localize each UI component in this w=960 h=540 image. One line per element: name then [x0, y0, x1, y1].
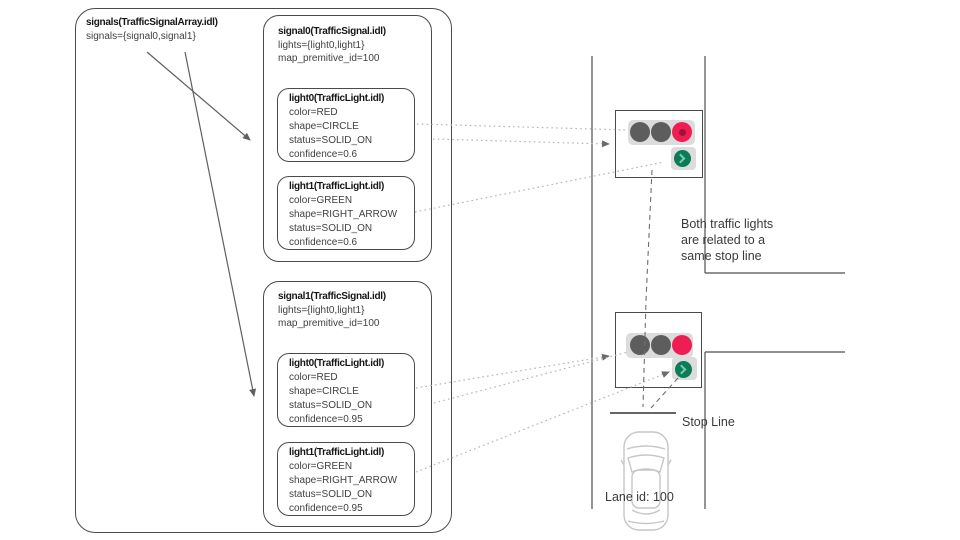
signal1-light1-shape: shape=RIGHT_ARROW	[289, 475, 398, 486]
signal0-light0-status: status=SOLID_ON	[289, 135, 373, 146]
car-trunk-line	[627, 520, 665, 525]
note-line-1: Both traffic lights	[681, 217, 774, 231]
car-rear-window	[631, 509, 661, 515]
signal1-light1-text: light1(TrafficLight.idl) color=GREEN sha…	[289, 446, 397, 516]
signal1-light0-color: color=RED	[289, 372, 338, 383]
car-hood-line	[626, 445, 666, 450]
signal1-light0-confidence: confidence=0.95	[289, 414, 363, 425]
signal0-line-lights: lights={light0,light1}	[278, 40, 365, 51]
car-windshield	[627, 454, 665, 473]
connector-signal1-to-red	[433, 351, 629, 404]
chevron-right-icon	[676, 364, 687, 375]
signal0-light0-shape: shape=CIRCLE	[289, 121, 359, 132]
signal0-box	[263, 15, 432, 262]
green-arrow-light-icon	[674, 150, 691, 167]
signal1-light1-status: status=SOLID_ON	[289, 489, 373, 500]
signals-array-title: signals(TrafficSignalArray.idl)	[86, 17, 218, 28]
off-bulb-icon	[651, 335, 671, 355]
signal0-light0-title: light0(TrafficLight.idl)	[289, 93, 385, 104]
signal0-light0-box	[277, 88, 415, 162]
red-light-icon	[672, 122, 692, 142]
signals-array-body: signals={signal0,signal1}	[86, 31, 196, 42]
green-arrow-light-icon	[675, 361, 692, 378]
signal1-light1-box	[277, 442, 415, 516]
signal1-light0-shape: shape=CIRCLE	[289, 386, 359, 397]
signal0-line-map-id: map_premitive_id=100	[278, 53, 380, 64]
note-line-2: are related to a	[681, 233, 766, 247]
signal0-light0-color: color=RED	[289, 107, 338, 118]
signal1-light0-box	[277, 353, 415, 427]
signal0-light1-shape: shape=RIGHT_ARROW	[289, 209, 398, 220]
car-mirrors	[620, 459, 672, 466]
signals-array-box	[75, 8, 452, 533]
signal1-light1-confidence: confidence=0.95	[289, 503, 363, 514]
signal0-light1-color: color=GREEN	[289, 195, 353, 206]
upper-traffic-light	[615, 110, 703, 178]
signal1-line-lights: lights={light0,light1}	[278, 305, 365, 316]
note-label: Both traffic lights are related to a sam…	[681, 216, 773, 264]
off-bulb-icon	[630, 335, 650, 355]
car-outline-icon	[620, 431, 672, 531]
note-line-3: same stop line	[681, 249, 762, 263]
red-light-icon	[672, 335, 692, 355]
signal1-light1-title: light1(TrafficLight.idl)	[289, 447, 385, 458]
signal0-title: signal0(TrafficSignal.idl)	[278, 26, 386, 37]
red-light-core	[678, 128, 686, 136]
car-roof	[631, 469, 661, 509]
off-bulb-icon	[651, 122, 671, 142]
off-bulb-icon	[630, 122, 650, 142]
lower-traffic-light	[615, 312, 702, 388]
car-body	[623, 431, 669, 531]
chevron-right-icon	[675, 153, 686, 164]
signal0-light1-box	[277, 176, 415, 250]
signal1-line-map-id: map_premitive_id=100	[278, 318, 380, 329]
signal0-light0-text: light0(TrafficLight.idl) color=RED shape…	[289, 92, 384, 162]
signal1-title: signal1(TrafficSignal.idl)	[278, 291, 386, 302]
signal1-light0-title: light0(TrafficLight.idl)	[289, 358, 385, 369]
signal0-light1-text: light1(TrafficLight.idl) color=GREEN sha…	[289, 180, 397, 250]
signal1-light0-status: status=SOLID_ON	[289, 400, 373, 411]
lane-id-label: Lane id: 100	[605, 490, 674, 504]
signal1-light0-text: light0(TrafficLight.idl) color=RED shape…	[289, 357, 384, 427]
signal1-light1-color: color=GREEN	[289, 461, 353, 472]
stop-line-label: Stop Line	[682, 415, 735, 429]
connector-signal0-to-upper-box	[432, 138, 610, 148]
signal0-light1-confidence: confidence=0.6	[289, 237, 358, 248]
signal0-light0-confidence: confidence=0.6	[289, 149, 358, 160]
signal0-light1-title: light1(TrafficLight.idl)	[289, 181, 385, 192]
signal0-light1-status: status=SOLID_ON	[289, 223, 373, 234]
